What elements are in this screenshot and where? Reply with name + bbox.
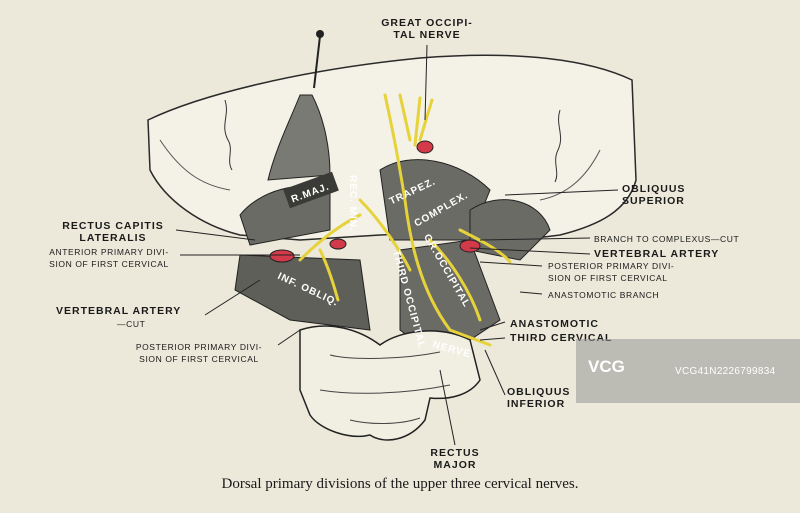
- label-vertebral-artery-left: VERTEBRAL ARTERY: [56, 305, 182, 317]
- label-great-occipital-nerve: GREAT OCCIPI- TAL NERVE: [381, 17, 473, 41]
- label-rectus-capitis-lateralis: RECTUS CAPITIS LATERALIS: [62, 220, 164, 244]
- inline-label-rec-min: REC. MIN.: [347, 175, 358, 232]
- label-obliquus-superior: OBLIQUUS SUPERIOR: [622, 183, 686, 207]
- label-cut: —CUT: [117, 319, 146, 329]
- label-anastomotic-branch: ANASTOMOTIC BRANCH: [548, 290, 660, 300]
- figure-caption: Dorsal primary divisions of the upper th…: [221, 476, 579, 492]
- label-anastomotic: ANASTOMOTIC: [510, 318, 599, 330]
- cervical-vertebrae: [299, 325, 481, 441]
- watermark-band: [576, 339, 800, 403]
- watermark-id: VCG41N2226799834: [675, 366, 776, 377]
- label-branch-to-complexus: BRANCH TO COMPLEXUS—CUT: [594, 234, 740, 244]
- label-posterior-primary-division-right: POSTERIOR PRIMARY DIVI- SION OF FIRST CE…: [548, 261, 675, 283]
- label-anterior-primary-division: ANTERIOR PRIMARY DIVI- SION OF FIRST CER…: [49, 247, 169, 269]
- label-obliquus-inferior: OBLIQUUS INFERIOR: [507, 386, 571, 410]
- label-rectus-major: RECTUS MAJOR: [430, 447, 480, 471]
- label-vertebral-artery-right: VERTEBRAL ARTERY: [594, 248, 720, 260]
- label-posterior-primary-division-left: POSTERIOR PRIMARY DIVI- SION OF FIRST CE…: [135, 342, 263, 364]
- watermark-logo: VCG: [588, 357, 625, 376]
